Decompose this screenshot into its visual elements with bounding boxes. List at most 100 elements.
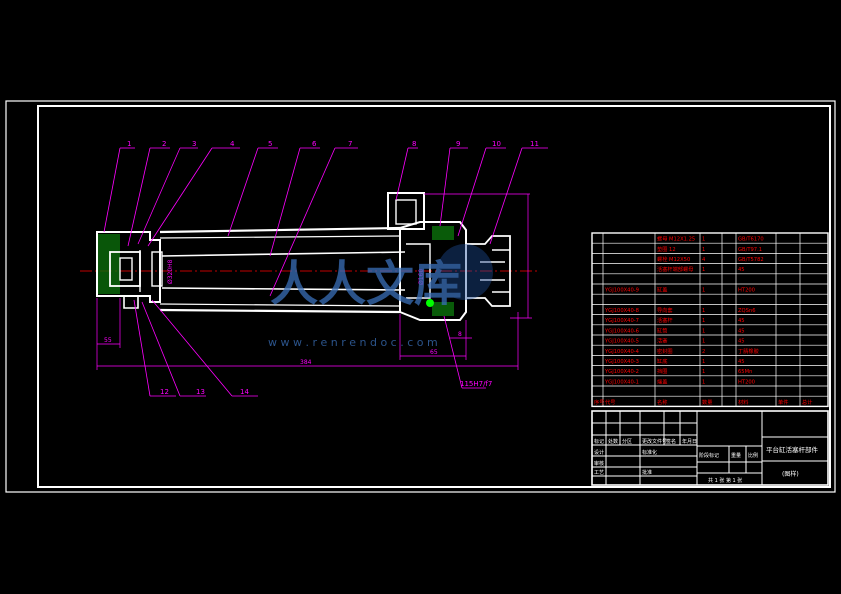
parts-table-cell: 螺母 M12X1.25 (657, 235, 695, 243)
parts-table-cell: 1 (702, 339, 705, 345)
parts-table-cell: 65Mn (738, 369, 752, 375)
callout-leaders (103, 147, 548, 397)
parts-table-cell: YGJ100X40-5 (604, 339, 639, 345)
parts-table-cell: ZQSn6 (738, 308, 756, 314)
gland (399, 221, 467, 321)
tb-doc: 更改文件号 (642, 438, 667, 445)
callout-9: 9 (456, 140, 460, 148)
tb-std: 标准化 (642, 449, 657, 456)
rod-end (466, 235, 511, 307)
callout-3: 3 (192, 140, 196, 148)
callout-4: 4 (230, 140, 235, 148)
parts-table-cell: GB/T6170 (738, 237, 764, 243)
parts-table-cell: 45 (738, 318, 745, 324)
inner-frame (37, 105, 831, 488)
tb-weight: 重量 (731, 452, 741, 459)
parts-table-cell: 丁腈橡胶 (738, 347, 759, 355)
parts-table-header: 序号 (594, 398, 604, 406)
parts-table-cell: 垫圈 12 (657, 245, 676, 253)
parts-table-cell: 密封圈 (657, 347, 673, 355)
parts-table-cell: 1 (702, 267, 705, 273)
parts-table-cell: YGJ100X40-6 (604, 328, 639, 334)
dim-left-offset: 55 (104, 337, 112, 344)
parts-table-cell: 端盖 (657, 377, 667, 385)
parts-table-cell: 缸底 (657, 357, 667, 365)
watermark-url: w w w . r e n r e n d o c . c o m (268, 336, 438, 349)
dimension-lines (96, 193, 532, 370)
parts-table-cell: HT200 (738, 288, 755, 294)
parts-table-cell: YGJ100X40-4 (604, 349, 640, 355)
tb-scale: 比例 (748, 452, 758, 459)
tb-title: 平台缸活塞杆部件 (766, 445, 819, 454)
dim-mid-offset: 65 (430, 349, 438, 356)
dim-overall-length: 384 (300, 359, 312, 366)
outer-frame (5, 100, 836, 493)
rod-bottom (161, 287, 406, 291)
callout-5: 5 (268, 140, 272, 148)
parts-table-cell: 螺栓 M12X50 (657, 255, 690, 263)
parts-table-cell: YGJ100X40-1 (604, 379, 639, 385)
callout-14: 14 (240, 388, 249, 396)
tb-sign: 签名 (666, 438, 676, 445)
callout-12: 12 (160, 388, 169, 396)
parts-table-cell: 2 (702, 349, 705, 355)
parts-table-cell: 活塞杆 (657, 316, 673, 324)
parts-table-cell: 活塞杆端部螺母 (657, 265, 693, 273)
parts-table-cell: GB/T97.1 (738, 247, 762, 253)
parts-table-cell: 45 (738, 267, 745, 273)
parts-table-cell: 1 (702, 359, 705, 365)
callout-13: 13 (196, 388, 205, 396)
parts-table-cell: 4 (702, 257, 706, 263)
callout-8: 8 (412, 140, 416, 148)
dim-small-offset: 8 (458, 331, 462, 338)
tb-design: 设计 (594, 449, 604, 456)
end-cap (96, 231, 161, 303)
tb-date: 年月日 (682, 438, 697, 445)
parts-table-cell: 1 (702, 247, 705, 253)
tube-top (159, 226, 401, 234)
tb-zone: 分区 (622, 438, 632, 445)
parts-table-cell: 1 (702, 308, 705, 314)
parts-table-cell: 1 (702, 288, 705, 294)
callout-10: 10 (492, 140, 501, 148)
parts-table-cell: YGJ100X40-8 (604, 308, 639, 314)
parts-table-cell: 45 (738, 359, 745, 365)
parts-table-cell: HT200 (738, 379, 755, 385)
parts-table-header: 名称 (657, 398, 667, 406)
parts-table-cell: YGJ100X40-3 (604, 359, 639, 365)
parts-table-cell: 1 (702, 328, 705, 334)
parts-table-cell: 45 (738, 339, 745, 345)
end-cap-hatch (98, 234, 120, 294)
rod-top (161, 251, 406, 257)
tb-count: 处数 (608, 438, 618, 445)
callout-6: 6 (312, 140, 317, 148)
watermark-text: 人人文库 (270, 256, 462, 312)
parts-table: 螺母 M12X1.25 1 GB/T6170 垫圈 12 1 GB/T97.1 螺栓 M12… (591, 232, 829, 408)
parts-table-cell: 活塞 (657, 337, 667, 345)
parts-table-cell: 1 (702, 318, 705, 324)
parts-table-cell: 缸盖 (657, 286, 667, 294)
port-boss (387, 192, 425, 230)
bore-label: Ø320H8 (167, 259, 174, 284)
parts-table-frame (591, 232, 829, 408)
parts-table-cell: 1 (702, 379, 705, 385)
callout-1: 1 (127, 140, 131, 148)
callout-11: 11 (530, 140, 539, 148)
parts-table-header: 材料 (738, 398, 748, 406)
parts-table-header: 总计 (802, 398, 812, 406)
watermark: 人人文库 w w w . r e n r e n d o c . c o m (268, 244, 493, 349)
parts-table-cell: GB/T5782 (738, 257, 764, 263)
parts-table-cell: 导向套 (657, 306, 673, 314)
tb-check: 审核 (594, 460, 604, 467)
tb-stage: 阶段标记 (699, 452, 719, 459)
parts-table-cell: YGJ100X40-2 (604, 369, 639, 375)
tb-approve: 批准 (642, 469, 652, 476)
parts-table-header: 代号 (605, 398, 615, 406)
parts-table-cell: 缸筒 (657, 326, 667, 334)
rod-label: Ø160 (418, 269, 425, 285)
tube-bottom (159, 308, 401, 314)
fit-tolerance: 115H7/f7 (460, 380, 492, 388)
parts-table-header: 数量 (702, 398, 712, 406)
tb-sheet: 共 1 张 第 1 张 (708, 477, 742, 484)
